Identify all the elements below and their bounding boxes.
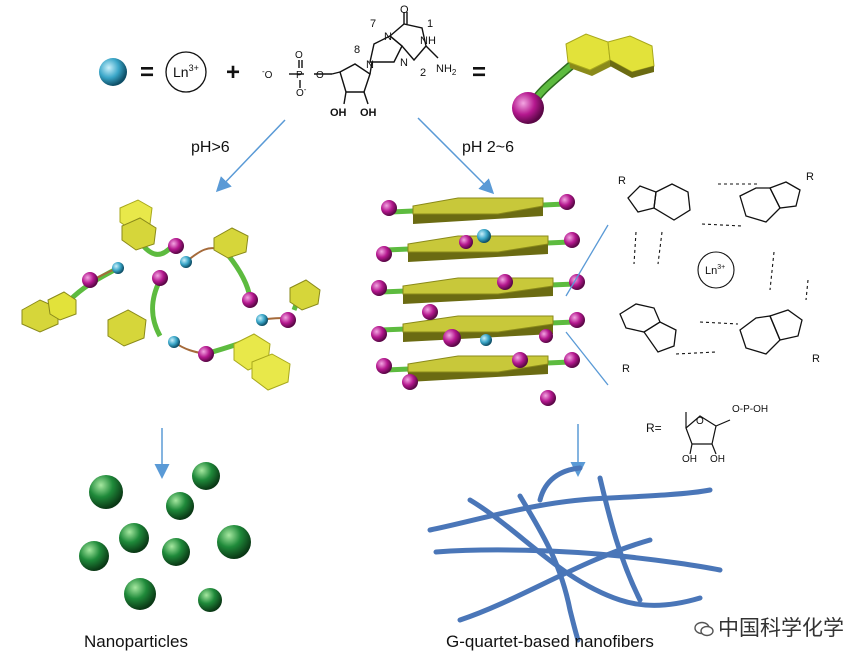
- r-label: R: [622, 363, 630, 375]
- coordination-network: [21, 199, 321, 391]
- atom-label: 2: [420, 67, 426, 79]
- ln-ion-label: Ln3+: [173, 63, 199, 80]
- stack-layer-top: [402, 315, 554, 333]
- guanosine-structure: [289, 12, 439, 105]
- wechat-icon: [694, 618, 714, 637]
- atom-label: O: [400, 4, 409, 16]
- stack-end-ball: [376, 246, 392, 262]
- stack-end-ball: [376, 358, 392, 374]
- label-nanoparticles: Nanoparticles: [84, 632, 188, 651]
- equals-sign-1: =: [140, 59, 154, 86]
- ln-ion-circle: [165, 51, 207, 93]
- stack-end-ball: [564, 352, 580, 368]
- stack-ball: [422, 304, 438, 320]
- stack-end-ball: [381, 200, 397, 216]
- condition-right: pH 2~6: [462, 139, 514, 156]
- r-phosphate: O-P-OH: [732, 404, 768, 415]
- stack-end-ball: [569, 312, 585, 328]
- r-oh-label: OH: [682, 454, 697, 465]
- r-oh-label: OH: [710, 454, 725, 465]
- stack-end-ball: [371, 280, 387, 296]
- stack-ball: [540, 390, 556, 406]
- quartet-ion-label: Ln3+: [705, 264, 725, 277]
- stack-end-ball: [559, 194, 575, 210]
- atom-label: 1: [427, 18, 433, 30]
- stack-layer-top: [407, 235, 549, 253]
- r-label: R: [806, 171, 814, 183]
- atom-label: N: [366, 59, 374, 71]
- stack-ball: [402, 374, 418, 390]
- arrow-left-branch: [215, 119, 286, 193]
- stack-metal-ion: [480, 334, 492, 346]
- atom-label: NH: [420, 35, 436, 47]
- phosphate-p: P: [296, 70, 303, 81]
- r-definition-label: R=: [646, 421, 662, 435]
- stack-layer-top: [412, 197, 544, 215]
- stack-ball: [459, 235, 473, 249]
- nanofibers: [427, 465, 723, 643]
- phosphate-o-bottom: O-: [296, 85, 307, 99]
- atom-label: N: [400, 57, 408, 69]
- stack-layer-top: [402, 277, 554, 295]
- watermark-text: 中国科学化学: [694, 612, 844, 642]
- stack-ball: [539, 329, 553, 343]
- label-nanofibers: G-quartet-based nanofibers: [446, 632, 654, 651]
- ligand-cartoon: [512, 33, 655, 124]
- plus-sign: +: [226, 59, 240, 86]
- atom-label: 8: [354, 44, 360, 56]
- ln-ion-sphere: [99, 58, 127, 86]
- nanoparticles: [79, 462, 251, 612]
- g-quartet-stack: [371, 194, 585, 406]
- arrow-right-branch: [417, 117, 495, 195]
- condition-left: pH>6: [191, 139, 230, 156]
- callout-line-bottom: [565, 331, 609, 386]
- atom-label: N: [384, 31, 392, 43]
- phosphate-o-minus: -O: [262, 67, 273, 81]
- equals-sign-2: =: [472, 59, 486, 86]
- ester-o: O: [316, 70, 324, 81]
- phosphate-o-top: O: [295, 50, 303, 61]
- hydrogen-bonds: [633, 183, 809, 355]
- stack-end-ball: [564, 232, 580, 248]
- nh2-label: NH2: [436, 63, 457, 77]
- atom-label: 7: [370, 18, 376, 30]
- stack-end-ball: [371, 326, 387, 342]
- g-quartet-structure: [619, 181, 803, 355]
- r-label: R: [618, 175, 626, 187]
- r-label: R: [812, 353, 820, 365]
- atom-label: OH: [330, 107, 347, 119]
- stack-end-ball: [569, 274, 585, 290]
- stack-ball: [443, 329, 461, 347]
- atom-label: OH: [360, 107, 377, 119]
- callout-line-top: [565, 224, 609, 297]
- r-ribose-o: O: [696, 416, 704, 427]
- stack-metal-ion: [477, 229, 491, 243]
- stack-ball: [497, 274, 513, 290]
- stack-ball: [512, 352, 528, 368]
- quartet-ion-circle: [697, 251, 735, 289]
- r-ribose-structure: [685, 412, 731, 455]
